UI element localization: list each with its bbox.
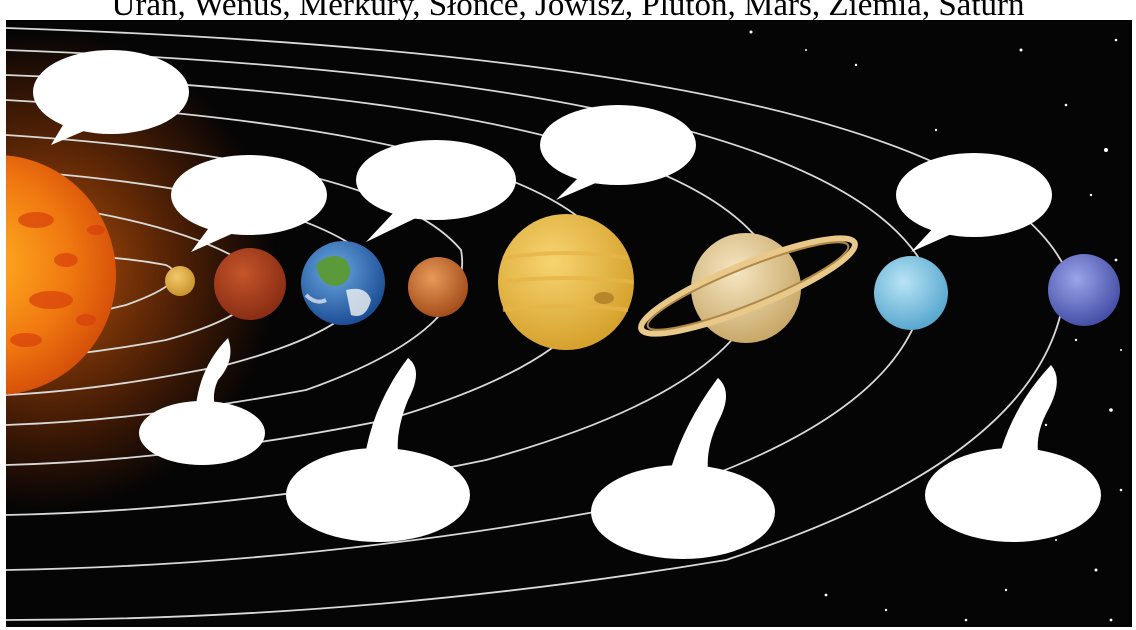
solar-system-illustration: [6, 20, 1132, 627]
planet-red: [214, 248, 286, 320]
planet-light-blue: [874, 256, 948, 330]
planet-orange: [408, 257, 468, 317]
word-list-caption: Uran, Wenus, Merkury, Słońce, Jowisz, Pl…: [0, 0, 1136, 22]
planet-blue: [1048, 254, 1120, 326]
planet-large-yellow: [498, 214, 634, 350]
planet-earth: [301, 241, 385, 325]
planet-small-yellow: [165, 266, 195, 296]
